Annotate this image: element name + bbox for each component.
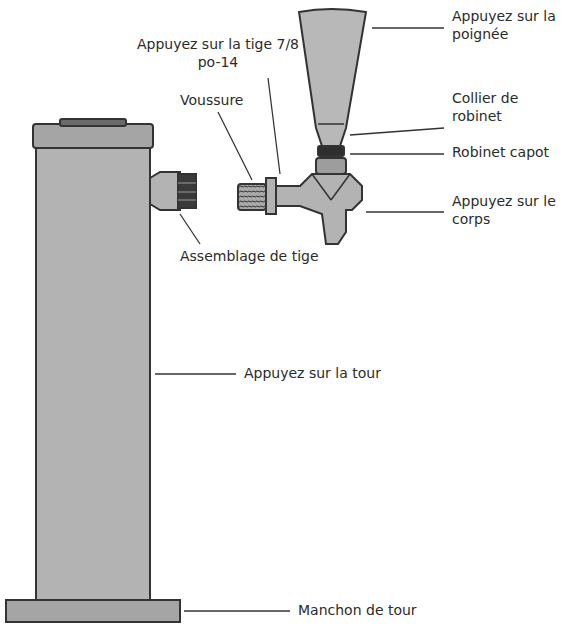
part-label: Appuyez sur la tour [244,365,464,383]
part-label: Collier de robinet [452,90,567,125]
part-label: Manchon de tour [298,602,498,620]
tower [6,119,180,622]
part-label: Robinet capot [452,144,582,162]
part-label: Appuyez sur le corps [452,193,572,228]
part-label: Assemblage de tige [180,248,380,266]
coupling-thread [238,184,266,210]
part-label: Appuyez sur la tige 7/8 po-14 [132,36,304,71]
part-label: Appuyez sur la poignée [452,8,572,43]
part-label: Voussure [180,92,290,110]
shank-assembly [150,172,196,210]
leader-lines [155,28,444,611]
